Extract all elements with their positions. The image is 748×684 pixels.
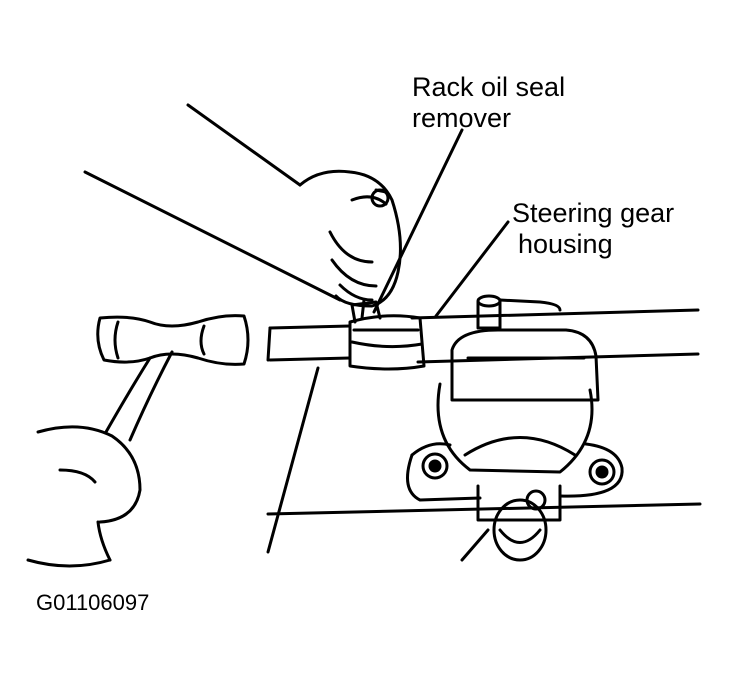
label-rack-line2: remover: [412, 103, 512, 133]
rack-shaft: [266, 324, 352, 362]
label-rack-oil-seal-remover: Rack oil seal remover: [412, 72, 565, 134]
bench-vise: [406, 328, 624, 562]
leader-line-rack-oil-seal-remover: [372, 128, 464, 314]
steering-gear-housing: [410, 294, 700, 364]
figure-code: G01106097: [36, 590, 150, 615]
label-rack-line1: Rack oil seal: [412, 72, 566, 102]
workbench: [266, 366, 702, 562]
leader-line-steering-gear-housing: [434, 220, 510, 318]
gripping-hand: [83, 103, 402, 308]
hammer-hand: [26, 425, 142, 568]
oil-seal-remover: [348, 298, 426, 371]
label-steer-line1: Steering gear: [512, 198, 675, 228]
hammer: [96, 314, 250, 442]
label-steer-line2: housing: [518, 229, 613, 259]
label-steering-gear-housing: Steering gear housing: [512, 198, 674, 260]
